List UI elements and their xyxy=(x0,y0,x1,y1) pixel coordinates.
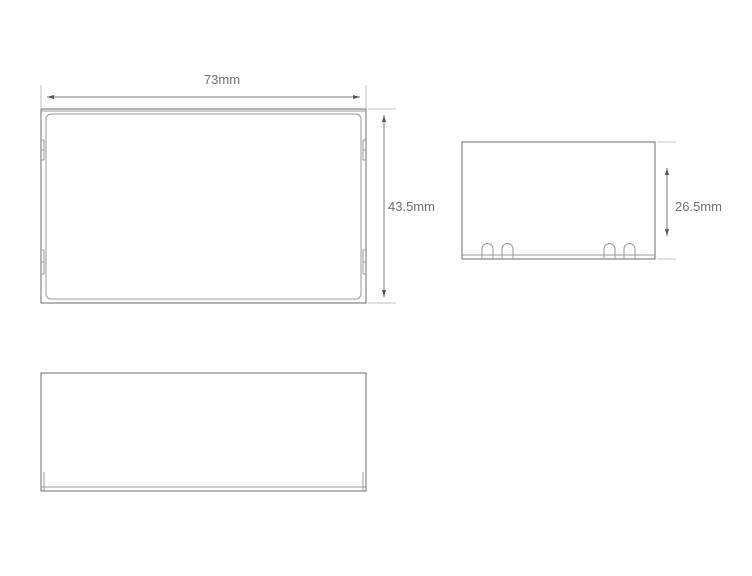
depth-arrow-top xyxy=(665,168,669,175)
height-label: 43.5mm xyxy=(388,199,435,214)
height-arrow-bottom xyxy=(382,290,386,297)
top-view-body xyxy=(40,108,367,304)
width-arrow-right xyxy=(353,95,360,99)
bottom-view xyxy=(40,372,367,492)
top-view: 73mm 43.5mm xyxy=(40,72,435,304)
mounting-slot xyxy=(603,243,616,259)
side-view-body xyxy=(461,141,656,260)
bottom-view-body xyxy=(40,372,367,492)
mounting-slot xyxy=(501,243,514,259)
depth-label: 26.5mm xyxy=(675,199,722,214)
height-arrow-top xyxy=(382,115,386,122)
top-view-inner-panel xyxy=(45,113,362,300)
width-label: 73mm xyxy=(204,72,240,87)
depth-arrow-bottom xyxy=(665,229,669,236)
mounting-slot xyxy=(481,243,494,259)
width-arrow-left xyxy=(47,95,54,99)
mounting-slot xyxy=(623,243,636,259)
side-view: 26.5mm xyxy=(461,141,722,260)
